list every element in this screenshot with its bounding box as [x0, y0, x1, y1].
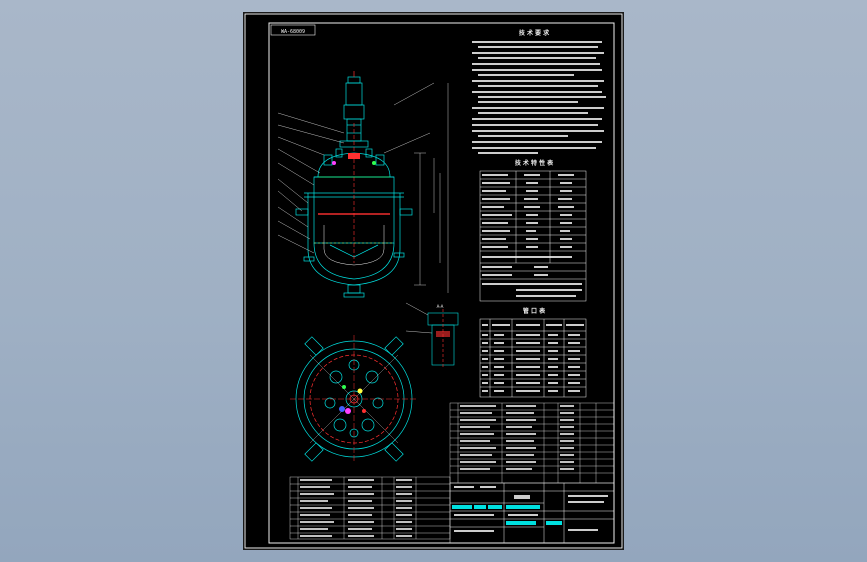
parts-list-left-text: [300, 479, 412, 537]
parts-list-right-text: [460, 405, 574, 470]
parts-list-right: [449, 402, 615, 484]
support-lug-right: [399, 208, 413, 216]
motor-top: [347, 76, 361, 84]
nozzle-table-heading: 管 口 表: [523, 307, 546, 315]
nozzle-top-right: [375, 154, 385, 166]
nozzle-table: [479, 318, 587, 398]
vessel-elevation: [277, 71, 449, 298]
plan-view: [290, 335, 418, 463]
title-box: [270, 24, 316, 36]
title-box-text: WA-68009: [281, 29, 305, 35]
parts-list-left: [289, 476, 451, 540]
bottom-head: [313, 242, 395, 280]
tech-spec-table-text: [482, 174, 582, 297]
title-block-text: [454, 486, 608, 532]
inner-border: [268, 22, 615, 544]
motor: [345, 82, 363, 106]
nozzle-table-text: [482, 324, 584, 392]
tech-spec-table: [479, 170, 587, 302]
tech-spec-table-heading: 技 术 特 性 表: [515, 159, 554, 167]
tech-requirements-heading: 技 术 要 求: [519, 29, 550, 37]
drawing-canvas: WA-68009: [244, 13, 623, 549]
section-label: A-A: [437, 304, 444, 309]
title-block-highlight: [452, 505, 472, 509]
detail-view: [405, 302, 459, 369]
drawing-sheet: WA-68009: [244, 13, 623, 549]
reducer: [343, 104, 365, 120]
outer-border: [244, 13, 623, 549]
tech-requirements-text: [472, 41, 606, 154]
bottom-outlet: [347, 284, 361, 294]
support-lug-left: [295, 208, 309, 216]
title-block: [449, 482, 615, 544]
nozzle-top-left: [323, 154, 333, 166]
